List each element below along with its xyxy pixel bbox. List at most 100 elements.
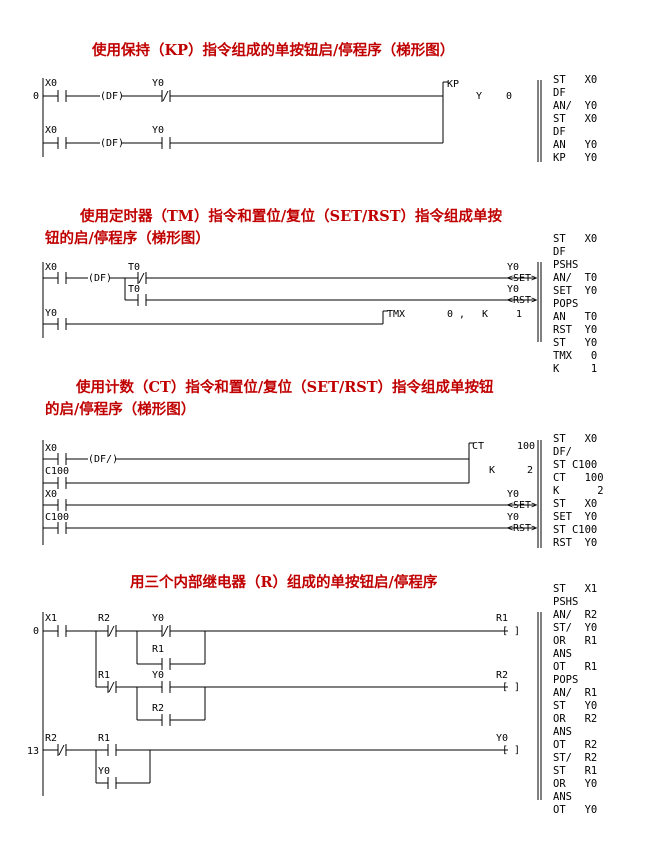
contact-label: Y0 [152, 125, 164, 136]
contact-label: T0 [128, 284, 140, 295]
section-title-continued: 钮的启/停程序（梯形图） [45, 229, 210, 247]
instruction-line: DF [553, 87, 566, 99]
output-label: R2 [496, 670, 508, 681]
df-function: (DF) [88, 273, 112, 284]
rst-coil: <RST> [507, 523, 537, 534]
tmx-number: 0 [447, 309, 453, 320]
step-number: 0 [33, 91, 39, 102]
instruction-line: TMX 0 [553, 350, 597, 362]
instruction-line: ST/ R2 [553, 752, 597, 764]
instruction-line: DF/ [553, 446, 572, 458]
section-title: 使用计数（CT）指令和置位/复位（SET/RST）指令组成单按钮 [75, 378, 494, 396]
contact-label: C100 [45, 466, 69, 477]
instruction-line: OR R2 [553, 713, 597, 725]
section-ct: 使用计数（CT）指令和置位/复位（SET/RST）指令组成单按钮 的启/停程序（… [42, 378, 604, 549]
contact-label: X0 [45, 262, 57, 273]
instruction-line: ST X1 [553, 583, 597, 595]
instruction-line: ST C100 [553, 459, 597, 471]
relay-coil: [ ] [502, 682, 520, 693]
instruction-line: AN/ R1 [553, 687, 597, 699]
instruction-line: SET Y0 [553, 511, 597, 523]
contact-label: X1 [45, 613, 57, 624]
instruction-line: ST X0 [553, 113, 597, 125]
contact-label: X0 [45, 489, 57, 500]
section-title: 使用定时器（TM）指令和置位/复位（SET/RST）指令组成单按 [79, 207, 503, 225]
section-relay: 用三个内部继电器（R）组成的单按钮启/停程序 0 13 X1 R2 Y0 R1 … [27, 573, 597, 816]
instruction-line: OT R1 [553, 661, 597, 673]
output-label: Y0 [507, 512, 519, 523]
kp-output-number: 0 [506, 91, 512, 102]
instruction-line: ST Y0 [553, 700, 597, 712]
df-function: (DF) [100, 91, 124, 102]
contact-label: R1 [98, 733, 110, 744]
output-label: R1 [496, 613, 508, 624]
instruction-line: ST X0 [553, 498, 597, 510]
section-tm: 使用定时器（TM）指令和置位/复位（SET/RST）指令组成单按 钮的启/停程序… [42, 207, 597, 375]
ct-k-label: K [489, 465, 495, 476]
contact-label: Y0 [152, 78, 164, 89]
contact-label: C100 [45, 512, 69, 523]
df-function: (DF) [100, 138, 124, 149]
section-title: 使用保持（KP）指令组成的单按钮启/停程序（梯形图） [91, 41, 454, 59]
instruction-line: CT 100 [553, 472, 604, 484]
output-label: Y0 [507, 489, 519, 500]
ct-k-value: 2 [527, 465, 533, 476]
instruction-line: ST X0 [553, 233, 597, 245]
instruction-line: ST X0 [553, 433, 597, 445]
instruction-line: OR Y0 [553, 778, 597, 790]
contact-label: Y0 [45, 308, 57, 319]
instruction-line: ST X0 [553, 74, 597, 86]
section-title: 用三个内部继电器（R）组成的单按钮启/停程序 [130, 573, 438, 591]
contact-label: X0 [45, 78, 57, 89]
instruction-line: OR R1 [553, 635, 597, 647]
output-label: Y0 [496, 733, 508, 744]
ct-name: CT [472, 441, 484, 452]
instruction-line: K 2 [553, 485, 604, 497]
instruction-line: RST Y0 [553, 537, 597, 549]
contact-label: R2 [98, 613, 110, 624]
instruction-line: ANS [553, 791, 572, 803]
instruction-line: ANS [553, 726, 572, 738]
relay-coil: [ ] [502, 745, 520, 756]
contact-label: Y0 [98, 766, 110, 777]
instruction-line: AN/ R2 [553, 609, 597, 621]
instruction-line: K 1 [553, 363, 597, 375]
instruction-line: PSHS [553, 596, 578, 608]
instruction-line: POPS [553, 298, 578, 310]
contact-label: Y0 [152, 613, 164, 624]
kp-name: KP [447, 79, 459, 90]
contact-label: R2 [45, 733, 57, 744]
instruction-line: KP Y0 [553, 152, 597, 164]
section-title-continued: 的启/停程序（梯形图） [45, 400, 195, 418]
instruction-line: PSHS [553, 259, 578, 271]
contact-label: R1 [98, 670, 110, 681]
instruction-line: SET Y0 [553, 285, 597, 297]
instruction-list: ST X0 DF AN/ Y0 ST X0 DF AN Y0 KP Y0 [553, 74, 597, 164]
instruction-line: OT R2 [553, 739, 597, 751]
instruction-line: ST C100 [553, 524, 597, 536]
instruction-line: AN Y0 [553, 139, 597, 151]
contact-label: T0 [128, 262, 140, 273]
instruction-list: ST X0 DF/ ST C100 CT 100 K 2 ST X0 SET Y… [553, 433, 604, 549]
instruction-line: ST Y0 [553, 337, 597, 349]
tmx-k-value: 1 [516, 309, 522, 320]
rst-coil: <RST> [507, 295, 537, 306]
instruction-line: AN/ T0 [553, 272, 597, 284]
instruction-line: POPS [553, 674, 578, 686]
output-label: Y0 [507, 284, 519, 295]
section-kp: 使用保持（KP）指令组成的单按钮启/停程序（梯形图） 0 X0 (DF) Y0 … [33, 41, 597, 164]
instruction-line: ST/ Y0 [553, 622, 597, 634]
contact-label: R1 [152, 644, 164, 655]
instruction-line: RST Y0 [553, 324, 597, 336]
tmx-name: TMX [387, 309, 405, 320]
set-coil: <SET> [507, 273, 537, 284]
relay-coil: [ ] [502, 626, 520, 637]
instruction-line: ST R1 [553, 765, 597, 777]
instruction-line: DF [553, 246, 566, 258]
contact-label: Y0 [152, 670, 164, 681]
instruction-line: AN T0 [553, 311, 597, 323]
instruction-line: AN/ Y0 [553, 100, 597, 112]
ct-number: 100 [517, 441, 535, 452]
contact-label: X0 [45, 125, 57, 136]
